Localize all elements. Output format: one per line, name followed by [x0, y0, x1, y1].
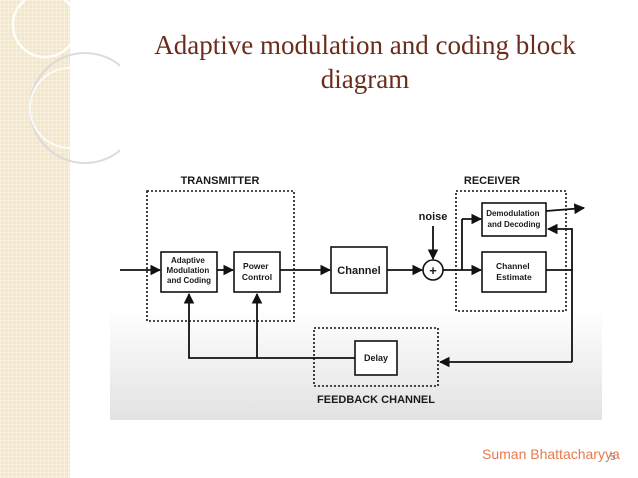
transmitter-label: TRANSMITTER: [181, 175, 260, 187]
estimate-to-demod-line: [546, 223, 573, 270]
transmitter-group: [146, 190, 295, 322]
receiver-group: [455, 190, 567, 312]
demod-label-2: and Decoding: [488, 220, 541, 229]
channel-block: [330, 246, 388, 294]
svg-text:Channel Estimate: Channel Estimate: [496, 261, 532, 282]
estimate-to-feedback-line: [546, 269, 573, 362]
slide-number: 5: [610, 452, 616, 463]
author-name: Suman Bhattacharyya: [482, 446, 620, 462]
title-line-2: diagram: [320, 64, 410, 94]
amc-label-1: Adaptive: [171, 256, 205, 265]
delay-label: Delay: [364, 353, 388, 363]
amc-label-2: Modulation: [167, 266, 210, 275]
title-line-1: Adaptive modulation and coding block: [154, 30, 576, 60]
channel-estimate-block: [481, 251, 547, 293]
feedback-label: FEEDBACK CHANNEL: [317, 394, 435, 406]
delay-to-transmitter-line: [183, 292, 355, 359]
power-control-block: [233, 251, 281, 293]
output-arrow: [545, 203, 586, 215]
power-label-1: Power: [243, 261, 269, 271]
decorative-circles: [11, 0, 120, 164]
power-label-2: Control: [242, 272, 272, 282]
svg-text:Demodulation and Decoding: Demodulation and Decoding: [486, 209, 542, 229]
svg-text:Power Control: Power Control: [242, 261, 272, 282]
amc-block: [160, 251, 218, 293]
svg-text:Adaptive Modulation an: Adaptive Modulation and Coding: [167, 256, 212, 285]
demod-label-1: Demodulation: [486, 209, 539, 218]
estimate-label-2: Estimate: [496, 272, 532, 282]
amc-label-3: and Coding: [167, 276, 211, 285]
demodulation-block: [481, 202, 547, 237]
receiver-label: RECEIVER: [464, 175, 520, 187]
feedback-group: [313, 327, 439, 387]
decorative-side-strip: [0, 0, 70, 478]
noise-label: noise: [419, 211, 448, 223]
delay-block: [354, 340, 398, 376]
adder-symbol: +: [429, 263, 437, 278]
block-diagram: TRANSMITTER RECEIVER FEEDBACK CHANNEL Ad…: [120, 175, 586, 406]
signal-paths: [120, 203, 586, 368]
slide-title: Adaptive modulation and coding block dia…: [115, 28, 615, 96]
channel-label: Channel: [337, 265, 380, 277]
estimate-label-1: Channel: [496, 261, 530, 271]
